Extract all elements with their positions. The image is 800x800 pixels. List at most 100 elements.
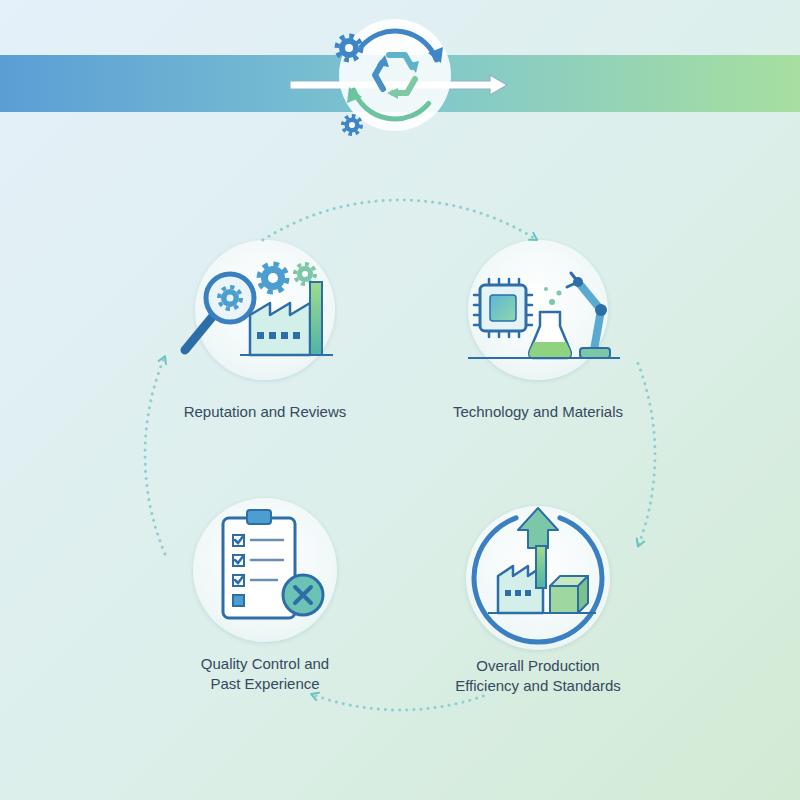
- checklist: [251, 539, 283, 542]
- checklist: [235, 575, 244, 583]
- recycle-symbol: [375, 55, 419, 99]
- cycle-step: Quality Control and Past Experience: [165, 498, 365, 694]
- factory-windows: [269, 332, 276, 339]
- checklist: [251, 559, 283, 562]
- cycle-arrow-head: [428, 47, 443, 63]
- factory-windows: [257, 332, 264, 339]
- flow-arrow: [290, 75, 507, 95]
- recycle-symbol: [408, 61, 419, 73]
- gear-symbol: [345, 118, 360, 133]
- gear-symbol: [221, 289, 239, 307]
- factory-windows: [505, 590, 531, 596]
- gear-symbol: [219, 287, 241, 309]
- icon-backdrop: [339, 19, 451, 131]
- step-label: Quality Control and Past Experience: [190, 654, 340, 694]
- flask-liquid: [529, 342, 571, 358]
- robot-joint: [573, 277, 583, 287]
- step-label: Technology and Materials: [438, 402, 638, 422]
- cycle-connector: [311, 694, 483, 710]
- cycle-connector: [638, 363, 655, 546]
- gear-symbol: [219, 287, 241, 309]
- gear-symbol: [349, 122, 355, 128]
- technology-icon: [468, 273, 620, 358]
- recycle-symbol: [375, 63, 383, 89]
- step-label: Reputation and Reviews: [165, 402, 365, 422]
- recycle-symbol: [387, 88, 398, 99]
- cycle-step: Overall Production Efficiency and Standa…: [438, 506, 638, 696]
- checklist: [251, 579, 277, 582]
- gear-symbol: [268, 273, 278, 283]
- factory-symbol: [250, 303, 310, 355]
- step-label: Overall Production Efficiency and Standa…: [446, 656, 631, 696]
- checklist: [233, 575, 244, 586]
- checklist: [233, 595, 244, 606]
- gear-symbol: [295, 264, 315, 284]
- gear-symbol: [261, 266, 285, 290]
- reputation-icon: [185, 264, 333, 355]
- reject-cross: [295, 587, 311, 603]
- checklist: [233, 555, 244, 566]
- chip-symbol: [480, 285, 526, 331]
- factory-windows: [525, 590, 531, 596]
- box-front: [550, 586, 578, 613]
- factory-windows: [293, 332, 300, 339]
- cycle-connector: [145, 356, 165, 554]
- factory-windows: [257, 332, 300, 339]
- magnifier-lens: [206, 274, 254, 322]
- gear-symbol: [343, 116, 361, 134]
- checklist: [233, 535, 244, 546]
- checklist: [235, 555, 244, 563]
- gear-symbol: [259, 264, 287, 292]
- robot-gripper: [567, 273, 578, 287]
- progress-ring: [474, 518, 602, 642]
- cycle-arrow-head: [347, 87, 362, 103]
- robot-base: [580, 348, 610, 358]
- chimney-symbol: [536, 546, 546, 588]
- recycle-symbol: [393, 79, 415, 93]
- gear-symbol: [227, 295, 234, 302]
- quality-icon: [223, 510, 323, 618]
- reject-mark: [283, 575, 323, 615]
- node-circle: [468, 240, 608, 380]
- factory-symbol: [498, 566, 543, 613]
- gear-symbol: [337, 36, 361, 60]
- process-cycle-icon: [290, 19, 507, 134]
- cycle-arrow: [354, 90, 429, 119]
- checklist: [235, 535, 244, 543]
- node-circle: [466, 506, 610, 650]
- gear-symbol: [337, 36, 361, 60]
- chip-core: [490, 295, 516, 321]
- robot-arm: [578, 282, 601, 350]
- node-circle: [193, 498, 337, 642]
- clipboard-clip: [247, 510, 271, 524]
- gear-symbol: [302, 271, 308, 277]
- cycle-connector: [263, 200, 537, 240]
- flask-symbol: [529, 312, 571, 358]
- factory-windows: [515, 590, 521, 596]
- ground-line: [468, 357, 620, 359]
- recycle-symbol: [377, 55, 389, 67]
- ground-line: [240, 354, 333, 356]
- gear-symbol: [297, 266, 313, 282]
- robot-joint: [595, 304, 607, 316]
- cycle-step: Technology and Materials: [438, 240, 638, 422]
- recycle-symbol: [389, 55, 412, 67]
- cycle-arrow: [361, 31, 436, 60]
- factory-windows: [281, 332, 288, 339]
- checklist: [233, 535, 283, 606]
- gear-symbol: [345, 44, 353, 52]
- chimney-symbol: [310, 282, 322, 355]
- gear-symbol: [343, 116, 361, 134]
- cycle-step: Reputation and Reviews: [165, 240, 365, 422]
- magnifier-handle: [185, 316, 213, 350]
- bubbles: [544, 287, 548, 291]
- ground-line: [488, 612, 596, 614]
- efficiency-icon: [474, 508, 602, 642]
- header-band: [0, 55, 800, 112]
